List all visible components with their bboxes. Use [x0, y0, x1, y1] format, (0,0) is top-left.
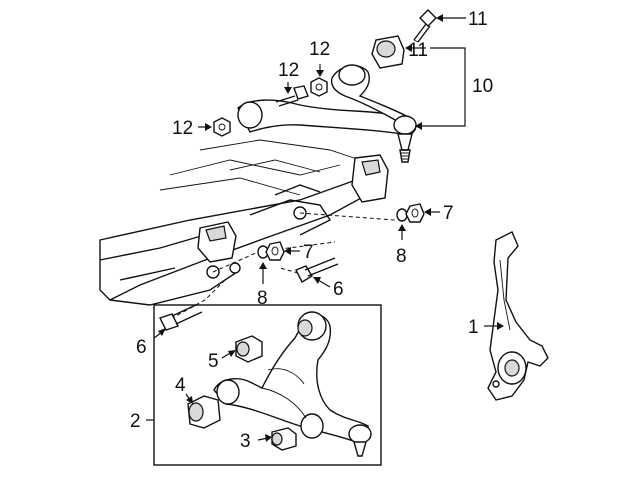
callout-10: 11: [408, 40, 428, 61]
nut-upper: [310, 77, 328, 97]
callout-2: 2: [130, 411, 141, 432]
bushing-5: [235, 335, 263, 363]
callout-7-upper: 7: [443, 203, 454, 224]
bushing-3: [271, 427, 297, 451]
callout-8-upper: 8: [396, 246, 407, 267]
callout-7-lower: 7: [303, 242, 314, 263]
callout-4: 4: [175, 375, 186, 396]
steering-knuckle: [487, 231, 549, 401]
callout-12-upper: 12: [309, 39, 330, 60]
callout-12-left: 12: [172, 118, 193, 139]
subframe: [99, 139, 396, 323]
callout-1: 1: [468, 317, 479, 338]
callout-9: 10: [472, 76, 493, 97]
callout-6-left: 6: [136, 337, 147, 358]
bushing-4: [187, 395, 221, 429]
lower-arm-kit-box: [153, 304, 382, 466]
arm-bolt: [275, 85, 309, 107]
callout-6-middle: 6: [333, 279, 344, 300]
callout-8-lower: 8: [257, 288, 268, 309]
upper-arm-bushing: [371, 35, 405, 69]
lower-control-arm: [213, 311, 372, 457]
leader-lines: [146, 14, 504, 442]
bolt-6-left: [159, 303, 203, 331]
callout-labels: 11 11 10 12 12 12 7 8 7 8 6 6 1 2 3 4 5: [130, 9, 493, 452]
callout-5: 5: [208, 351, 219, 372]
bolt-6-middle: [295, 257, 339, 283]
callout-11-mid: 12: [278, 60, 299, 81]
callout-11-top: 11: [468, 9, 488, 30]
washer-nut-lower: [257, 241, 285, 261]
upper-control-arm: [237, 64, 417, 163]
nut-left: [213, 117, 231, 137]
washer-nut-upper: [396, 203, 425, 223]
callout-3: 3: [240, 431, 251, 452]
upper-bolt: [413, 9, 437, 43]
